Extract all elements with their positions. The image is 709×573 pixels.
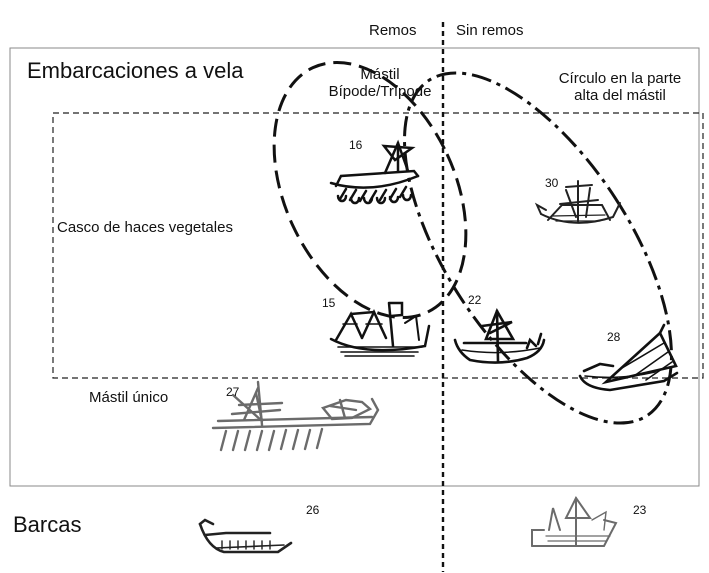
category-bipod-mast-line1: Mástil: [360, 66, 400, 83]
category-bipod-mast: Mástil Bípode/Trípode: [305, 66, 455, 100]
category-reed-hull: Casco de haces vegetales: [57, 219, 233, 236]
ship-number-26: 26: [306, 503, 320, 517]
category-mast-top-circle-line1: Círculo en la parte: [558, 70, 682, 87]
section-title-sail-ships: Embarcaciones a vela: [27, 58, 244, 83]
category-mast-top-circle-line2: alta del mástil: [574, 87, 666, 104]
ship-number-28: 28: [607, 330, 621, 344]
ship-number-27: 27: [226, 385, 240, 399]
ship-16-sketch-icon: [329, 139, 420, 205]
ship-number-16: 16: [349, 138, 363, 152]
sail-ships-frame: [9, 47, 700, 487]
ship-15-sketch-icon: [329, 301, 431, 357]
ship-27-sketch-icon: [211, 380, 380, 452]
ship-30-sketch-icon: [534, 180, 621, 224]
ship-number-23: 23: [633, 503, 647, 517]
bipod-mast-ellipse: [272, 60, 468, 320]
category-single-mast: Mástil único: [89, 389, 169, 406]
boat-26-sketch-icon: [198, 518, 293, 554]
column-header-oars: Remos: [369, 22, 417, 39]
category-mast-top-circle: Círculo en la parte alta del mástil: [540, 70, 700, 104]
section-title-boats: Barcas: [13, 512, 82, 537]
ship-number-22: 22: [468, 293, 482, 307]
reed-hull-box: [52, 112, 704, 379]
ship-28-sketch-icon: [578, 323, 679, 392]
ship-22-sketch-icon: [453, 307, 546, 364]
boat-23-sketch-icon: [531, 496, 618, 547]
mast-top-circle-ellipse: [403, 71, 673, 425]
ship-number-15: 15: [322, 296, 336, 310]
category-bipod-mast-line2: Bípode/Trípode: [328, 83, 432, 100]
column-header-no-oars: Sin remos: [456, 22, 524, 39]
ship-number-30: 30: [545, 176, 559, 190]
